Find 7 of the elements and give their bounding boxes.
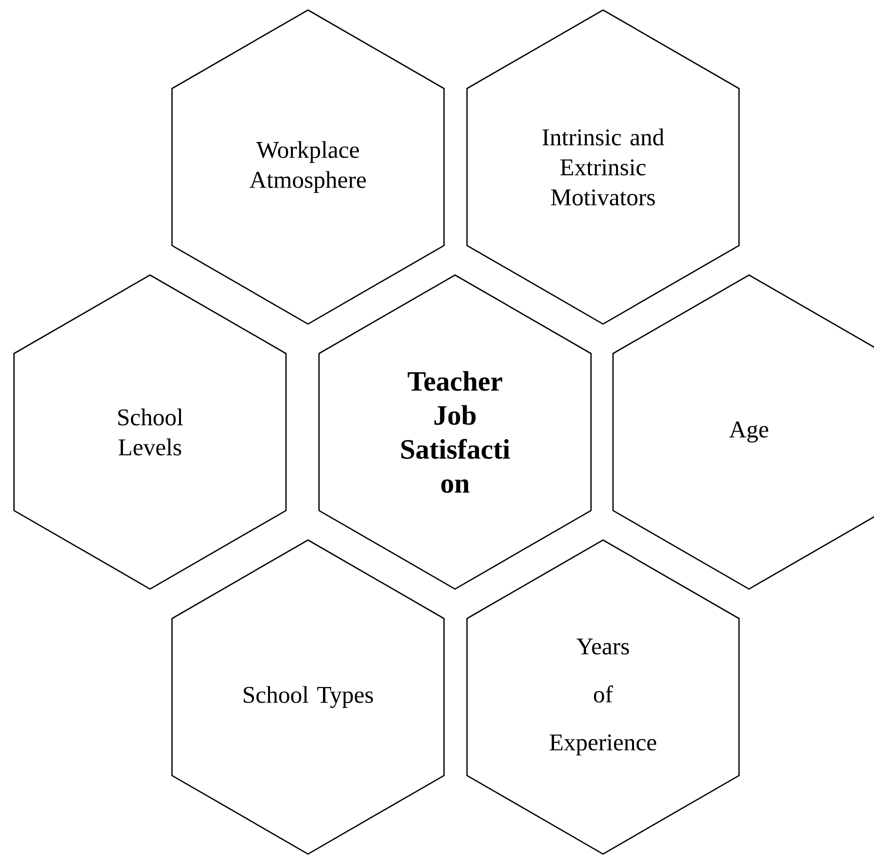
hexagon: Age (612, 274, 874, 590)
hexagon: Years of Experience (466, 539, 740, 855)
hexagon: Teacher Job Satisfacti on (318, 274, 592, 590)
hexagon: Workplace Atmosphere (171, 9, 445, 325)
hexagon: School Levels (13, 274, 287, 590)
hexagon: Intrinsic and Extrinsic Motivators (466, 9, 740, 325)
hexagon: School Types (171, 539, 445, 855)
